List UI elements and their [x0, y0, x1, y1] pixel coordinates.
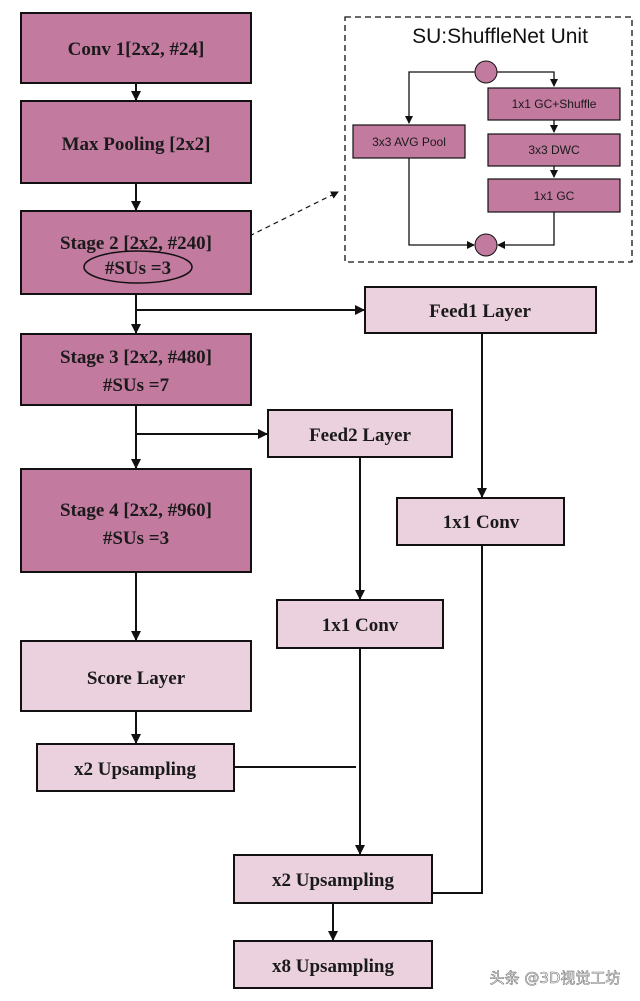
- node-score-layer: Score Layer: [20, 640, 252, 712]
- node-max-pooling: Max Pooling [2x2]: [20, 100, 252, 184]
- maxpool-label: Max Pooling [2x2]: [62, 134, 211, 155]
- upsampling-left-label: x2 Upsampling: [74, 759, 196, 780]
- su-edge-input-to-avgpool: [405, 71, 475, 124]
- watermark-text: 头条 @3D视觉工坊: [490, 969, 621, 987]
- su-input-node: [474, 60, 498, 84]
- node-feed2-layer: Feed2 Layer: [267, 409, 453, 458]
- stage4-su-count: #SUs =3: [103, 528, 169, 549]
- node-upsampling-left: x2 Upsampling: [36, 743, 235, 792]
- su-dashed-border: [344, 16, 633, 263]
- feed1-label: Feed1 Layer: [429, 301, 531, 322]
- node-stage2: Stage 2 [2x2, #240] #SUs =3: [20, 210, 252, 295]
- su-avg-pool-label: 3x3 AVG Pool: [372, 135, 446, 149]
- upsampling-mid-label: x2 Upsampling: [272, 870, 394, 891]
- node-feed1-layer: Feed1 Layer: [364, 286, 597, 334]
- su-title: SU:ShuffleNet Unit: [412, 25, 588, 48]
- stage2-su-highlight: [83, 250, 193, 284]
- su-gc-shuffle-label: 1x1 GC+Shuffle: [512, 97, 597, 111]
- stage3-su-count: #SUs =7: [103, 375, 170, 396]
- su-edge-avgpool-to-output: [408, 158, 475, 249]
- su-edge-input-to-gcshuffle: [497, 71, 558, 87]
- su-node-avg-pool: 3x3 AVG Pool: [352, 124, 466, 159]
- stage2-title: Stage 2 [2x2, #240]: [60, 233, 212, 254]
- upsampling-final-label: x8 Upsampling: [272, 956, 394, 977]
- node-conv1: Conv 1[2x2, #24]: [20, 12, 252, 84]
- node-upsampling-final: x8 Upsampling: [233, 940, 433, 989]
- conv1-label: Conv 1[2x2, #24]: [68, 39, 205, 60]
- su-edge-gc-to-output: [497, 212, 555, 249]
- node-feed1-conv: 1x1 Conv: [396, 497, 565, 546]
- su-node-gc: 1x1 GC: [487, 178, 621, 213]
- node-feed2-conv: 1x1 Conv: [276, 599, 444, 649]
- edge-conv-right-to-upmid: [432, 545, 483, 894]
- shufflenet-unit-panel: SU:ShuffleNet Unit 3x3 AVG Pool 1x1 GC+S…: [344, 16, 633, 263]
- feed2-label: Feed2 Layer: [309, 425, 411, 446]
- su-output-node: [474, 233, 498, 257]
- stage3-title: Stage 3 [2x2, #480]: [60, 347, 212, 368]
- score-label: Score Layer: [87, 668, 186, 689]
- node-upsampling-mid: x2 Upsampling: [233, 854, 433, 904]
- su-node-gc-shuffle: 1x1 GC+Shuffle: [487, 87, 621, 121]
- feed2-conv-label: 1x1 Conv: [322, 615, 399, 636]
- node-stage3: Stage 3 [2x2, #480] #SUs =7: [20, 333, 252, 406]
- feed1-conv-label: 1x1 Conv: [443, 512, 520, 533]
- su-dwc-label: 3x3 DWC: [528, 143, 580, 157]
- node-stage4: Stage 4 [2x2, #960] #SUs =3: [20, 468, 252, 573]
- stage4-title: Stage 4 [2x2, #960]: [60, 500, 212, 521]
- su-gc-label: 1x1 GC: [534, 189, 575, 203]
- su-node-dwc: 3x3 DWC: [487, 133, 621, 167]
- stage2-su-count: #SUs =3: [105, 258, 171, 279]
